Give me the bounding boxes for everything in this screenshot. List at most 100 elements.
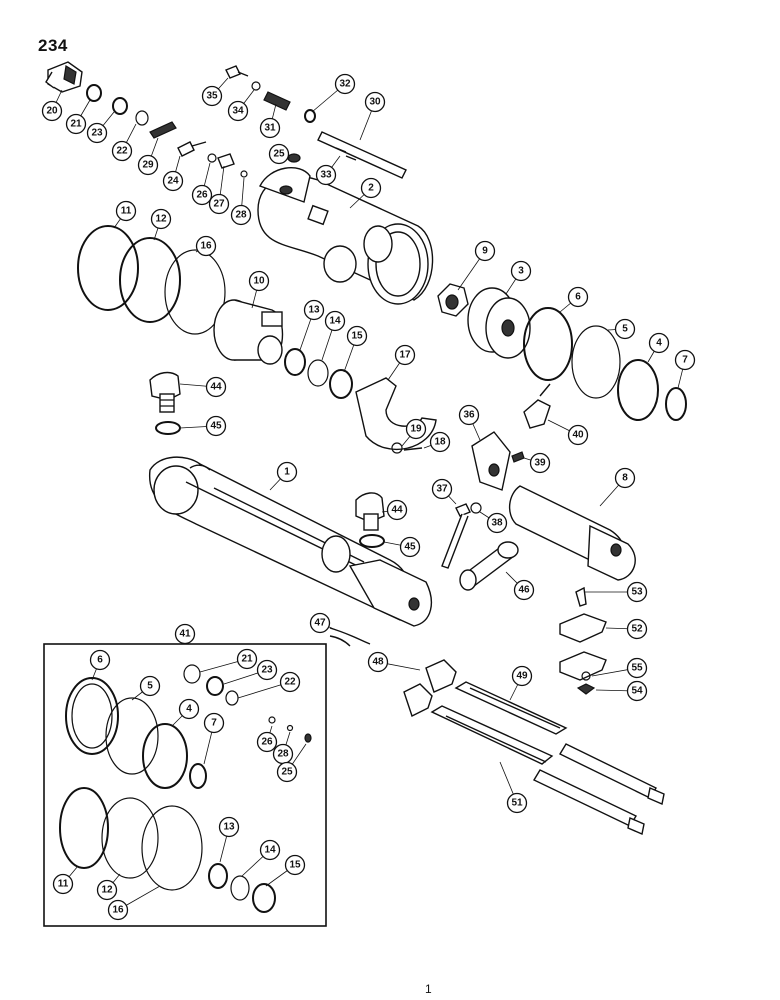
part-15-wiper bbox=[329, 369, 353, 399]
callout-19-circle bbox=[405, 418, 427, 440]
callout-45-mid: 45 bbox=[383, 536, 421, 558]
callout-24-label: 24 bbox=[167, 176, 179, 187]
part-35-bolt bbox=[225, 65, 249, 79]
callout-48-label: 48 bbox=[372, 657, 384, 668]
part-40-pin bbox=[523, 383, 551, 429]
part-28-ball bbox=[240, 170, 248, 178]
kit-callout-25-label: 25 bbox=[281, 767, 293, 778]
callout-52-circle bbox=[626, 618, 648, 640]
callout-17: 17 bbox=[387, 344, 416, 381]
kit-callout-14-label: 14 bbox=[264, 845, 276, 856]
callout-31-circle bbox=[259, 117, 281, 139]
part-52-hose-clips bbox=[559, 613, 607, 681]
callout-4: 4 bbox=[647, 332, 670, 363]
callout-27: 27 bbox=[208, 165, 230, 215]
callout-38: 38 bbox=[479, 511, 508, 534]
part-49-hose bbox=[454, 681, 665, 805]
part-29-spring bbox=[149, 121, 177, 139]
part-1-cylinder-assembly bbox=[149, 456, 433, 627]
callout-19-label: 19 bbox=[410, 424, 422, 435]
kit-callout-14: 14 bbox=[241, 839, 281, 877]
callout-39-label: 39 bbox=[534, 458, 546, 469]
callout-35: 35 bbox=[201, 77, 229, 107]
callout-14-circle bbox=[324, 310, 346, 332]
callout-5-label: 5 bbox=[622, 324, 628, 335]
part-45-oring bbox=[155, 421, 181, 435]
callout-9: 9 bbox=[457, 240, 496, 291]
kit-callout-5: 5 bbox=[131, 675, 161, 701]
callout-55: 55 bbox=[591, 657, 648, 679]
part-11-oring bbox=[77, 225, 139, 311]
callout-36-circle bbox=[458, 404, 480, 426]
callout-32-label: 32 bbox=[339, 79, 351, 90]
callout-2-circle bbox=[360, 177, 382, 199]
callout-53-label: 53 bbox=[631, 587, 643, 598]
callout-3: 3 bbox=[505, 260, 532, 295]
kit-callout-7-label: 7 bbox=[211, 718, 217, 729]
kit-callout-11-circle bbox=[52, 873, 74, 895]
callout-1-label: 1 bbox=[284, 467, 290, 478]
callout-32-circle bbox=[334, 73, 356, 95]
callout-38-circle bbox=[486, 512, 508, 534]
callout-44: 44 bbox=[179, 376, 227, 398]
callout-13-circle bbox=[303, 299, 325, 321]
kit-rings bbox=[59, 664, 312, 913]
callout-10-label: 10 bbox=[253, 276, 265, 287]
callout-37-label: 37 bbox=[436, 484, 448, 495]
callout-21-circle bbox=[65, 113, 87, 135]
callout-46: 46 bbox=[505, 571, 535, 601]
part-22-ring bbox=[135, 110, 149, 126]
kit-callout-28-label: 28 bbox=[277, 749, 289, 760]
part-13-ring bbox=[284, 348, 306, 376]
callout-18: 18 bbox=[423, 431, 451, 453]
kit-callout-23: 23 bbox=[223, 659, 278, 685]
callout-16: 16 bbox=[195, 235, 217, 257]
callout-2-label: 2 bbox=[368, 183, 374, 194]
callout-14-label: 14 bbox=[329, 316, 341, 327]
callout-54-circle bbox=[626, 680, 648, 702]
callout-36: 36 bbox=[458, 404, 481, 441]
callout-6-circle bbox=[567, 286, 589, 308]
part-18-19-bolt-washer bbox=[391, 442, 423, 454]
callout-22: 22 bbox=[111, 123, 137, 162]
part-55-washer bbox=[581, 671, 591, 681]
callout-13: 13 bbox=[299, 299, 325, 351]
callout-47-circle bbox=[309, 612, 331, 634]
kit-callout-21: 21 bbox=[199, 648, 258, 673]
callout-41-circle bbox=[174, 623, 196, 645]
callout-28-circle bbox=[230, 204, 252, 226]
callout-30: 30 bbox=[359, 91, 386, 141]
kit-callout-25: 25 bbox=[276, 743, 307, 783]
callout-34: 34 bbox=[227, 89, 255, 122]
part-12-backup-ring bbox=[119, 237, 181, 323]
callout-27-label: 27 bbox=[213, 199, 225, 210]
callout-28: 28 bbox=[230, 177, 252, 226]
kit-callout-14-circle bbox=[259, 839, 281, 861]
kit-callout-12-circle bbox=[96, 879, 118, 901]
callout-25: 25 bbox=[268, 143, 291, 165]
callout-45-mid-circle bbox=[399, 536, 421, 558]
page-number: 234 bbox=[38, 36, 68, 55]
callout-33-circle bbox=[315, 164, 337, 186]
kit-callout-12: 12 bbox=[96, 873, 121, 901]
callout-15-circle bbox=[346, 325, 368, 347]
callout-33: 33 bbox=[315, 155, 341, 186]
kit-callout-15: 15 bbox=[265, 854, 306, 887]
kit-callout-4-circle bbox=[178, 698, 200, 720]
part-32-washer bbox=[304, 109, 316, 123]
kit-callout-23-circle bbox=[256, 659, 278, 681]
callout-36-label: 36 bbox=[463, 410, 475, 421]
callout-31-label: 31 bbox=[264, 123, 276, 134]
callout-20: 20 bbox=[41, 89, 63, 122]
callout-17-label: 17 bbox=[399, 350, 411, 361]
callout-18-circle bbox=[429, 431, 451, 453]
callout-48: 48 bbox=[367, 651, 421, 673]
callout-20-label: 20 bbox=[46, 106, 58, 117]
callout-34-circle bbox=[227, 100, 249, 122]
callout-7: 7 bbox=[674, 349, 696, 389]
callout-44-mid: 44 bbox=[381, 499, 408, 521]
callout-19: 19 bbox=[401, 418, 427, 447]
kit-callout-5-label: 5 bbox=[147, 681, 153, 692]
callout-53: 53 bbox=[584, 581, 648, 603]
